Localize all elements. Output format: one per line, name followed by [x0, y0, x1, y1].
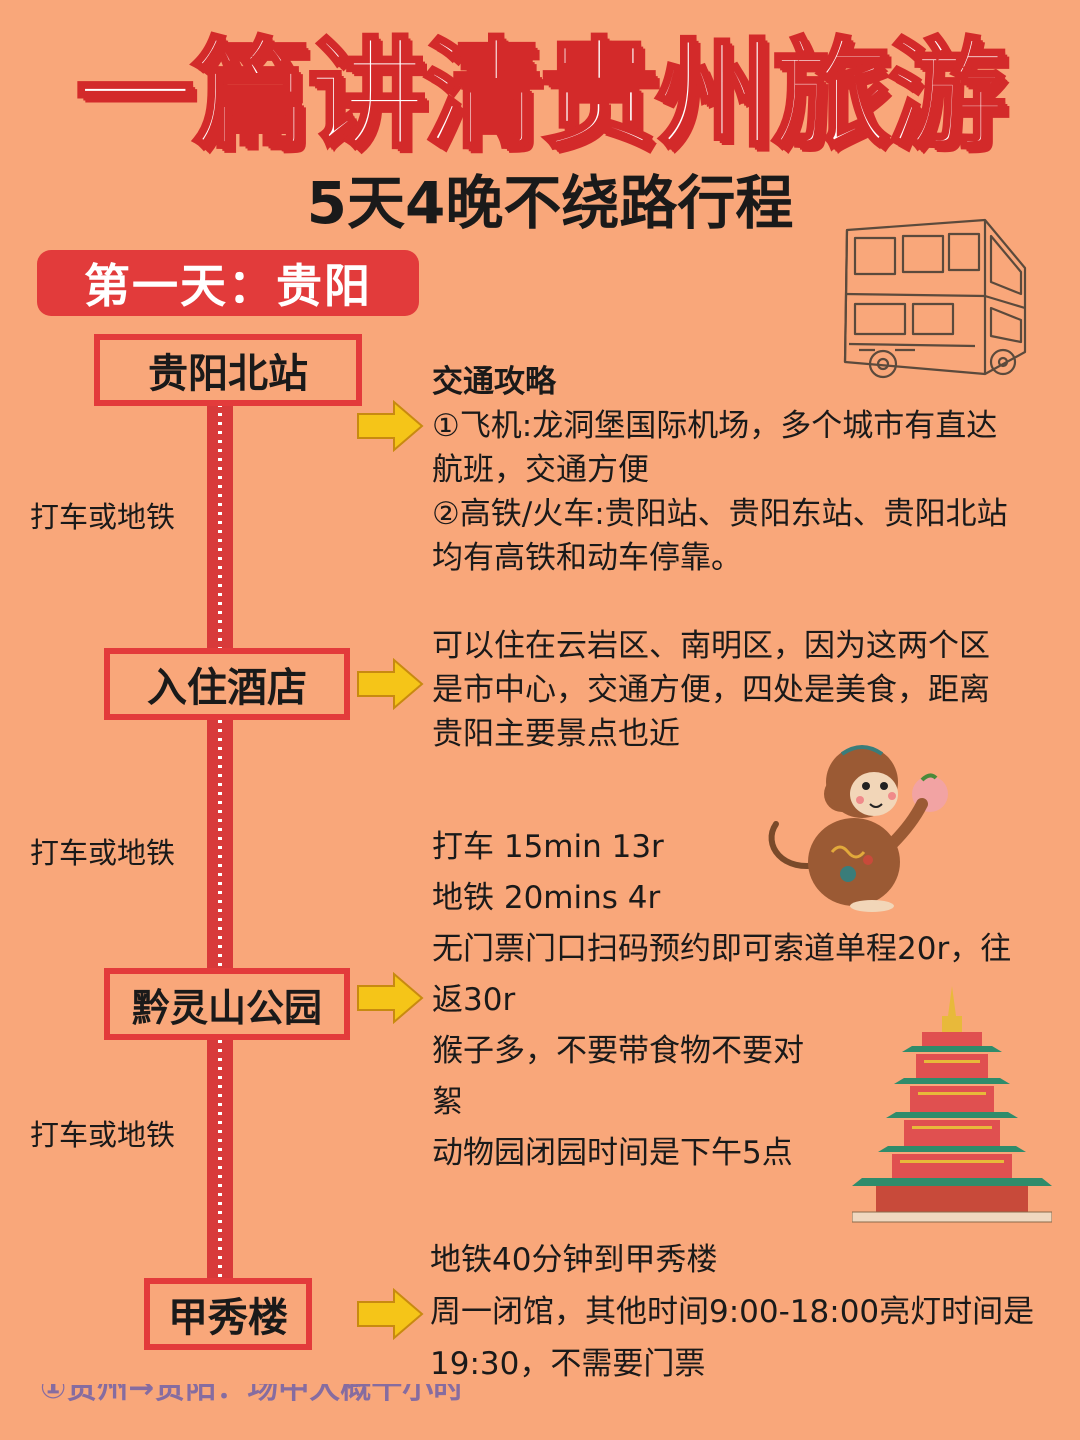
- timeline-connector: [207, 404, 233, 648]
- station-jiaxiu-tower: 甲秀楼: [144, 1278, 312, 1350]
- jiaxiu-block: 地铁40分钟到甲秀楼 周一闭馆，其他时间9:00-18:00亮灯时间是 19:3…: [430, 1234, 1080, 1390]
- hotel-block: 可以住在云岩区、南明区，因为这两个区 是市中心，交通方便，四处是美食，距离 贵阳…: [432, 624, 1072, 756]
- arrow-right-icon: [357, 1288, 424, 1340]
- park-line: 猴子多，不要带食物不要对: [432, 1033, 804, 1069]
- hotel-line: 可以住在云岩区、南明区，因为这两个区: [432, 628, 990, 664]
- timeline-connector: [207, 1040, 233, 1280]
- traffic-line: 航班，交通方便: [432, 452, 649, 488]
- hotel-line: 是市中心，交通方便，四处是美食，距离: [432, 672, 990, 708]
- jiaxiu-line: 19:30，不需要门票: [430, 1346, 706, 1382]
- station-hotel: 入住酒店: [104, 648, 350, 720]
- jiaxiu-line: 周一闭馆，其他时间9:00-18:00亮灯时间是: [430, 1294, 1035, 1330]
- park-line: 动物园闭园时间是下午5点: [432, 1135, 793, 1171]
- arrow-right-icon: [357, 658, 424, 710]
- monkey-icon: [768, 745, 948, 912]
- traffic-heading: 交通攻略: [432, 364, 556, 400]
- traffic-line: 均有高铁和动车停靠。: [432, 540, 742, 576]
- hotel-line: 贵阳主要景点也近: [432, 716, 680, 752]
- timeline-connector: [207, 720, 233, 970]
- jiaxiu-line: 地铁40分钟到甲秀楼: [430, 1242, 718, 1278]
- station-qianling-park: 黔灵山公园: [104, 968, 350, 1040]
- day-banner: 第一天：贵阳: [37, 250, 419, 316]
- arrow-right-icon: [357, 972, 424, 1024]
- transport-label: 打车或地铁: [30, 500, 176, 534]
- station-label: 黔灵山公园: [131, 985, 322, 1030]
- faded-footer-text: ①贵州→贵阳：场中大概十小时: [40, 1370, 465, 1402]
- traffic-block: 交通攻略 ①飞机:龙洞堡国际机场，多个城市有直达 航班，交通方便 ②高铁/火车:…: [432, 360, 1072, 580]
- traffic-line: ①飞机:龙洞堡国际机场，多个城市有直达: [432, 408, 998, 444]
- page-subtitle: 5天4晚不绕路行程: [306, 169, 794, 237]
- station-label: 贵阳北站: [148, 351, 308, 397]
- station-label: 入住酒店: [147, 665, 307, 711]
- station-guiyang-north: 贵阳北站: [94, 334, 362, 406]
- park-line: 絮: [432, 1084, 463, 1120]
- park-block: 打车 15min 13r 地铁 20mins 4r 无门票门口扫码预约即可索道单…: [432, 822, 1072, 1179]
- transport-label: 打车或地铁: [30, 836, 176, 870]
- park-line: 地铁 20mins 4r: [432, 880, 661, 916]
- arrow-right-icon: [357, 400, 424, 452]
- park-line: 返30r: [432, 982, 516, 1018]
- park-line: 无门票门口扫码预约即可索道单程20r，往: [432, 931, 1012, 967]
- double-decker-bus-icon: [843, 218, 1027, 379]
- park-line: 打车 15min 13r: [432, 829, 664, 865]
- station-label: 甲秀楼: [168, 1295, 288, 1341]
- transport-label: 打车或地铁: [30, 1118, 176, 1152]
- traffic-line: ②高铁/火车:贵阳站、贵阳东站、贵阳北站: [432, 496, 1008, 532]
- page-title: 一篇讲清贵州旅游: [74, 26, 1008, 164]
- pagoda-icon: [852, 986, 1052, 1223]
